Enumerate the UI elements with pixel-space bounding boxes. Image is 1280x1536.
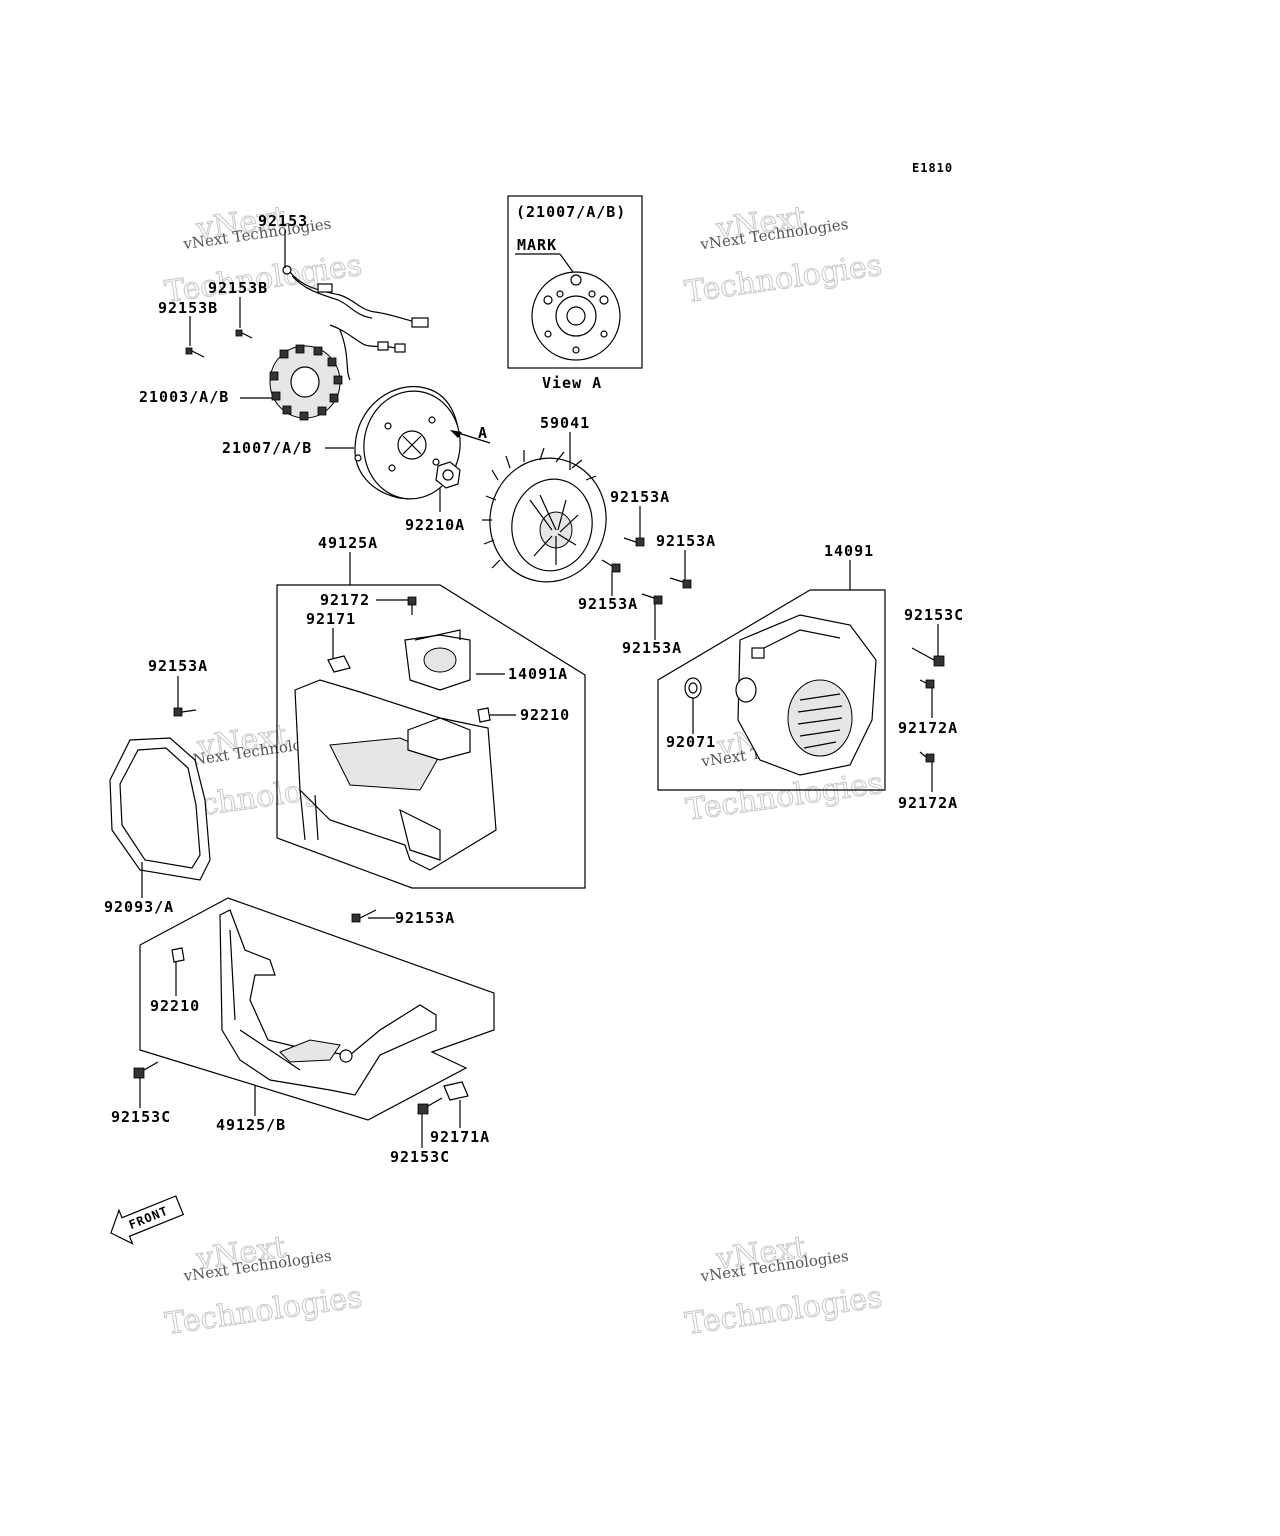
cover-14091-frame — [657, 589, 886, 791]
gasket-92093-icon — [109, 737, 211, 881]
part-label: 92153C — [390, 1148, 450, 1166]
shroud-49125B-frame — [139, 897, 495, 1121]
nut-92210-lower-icon — [171, 947, 185, 963]
clip-92171A-icon — [443, 1081, 469, 1101]
watermark-bottom-right: vNext Technologies vNext Technologies — [682, 1229, 884, 1342]
part-label: 92153A — [148, 657, 208, 675]
part-label: 14091A — [508, 665, 568, 683]
part-label: 92153C — [111, 1108, 171, 1126]
diagram-code: E1810 — [912, 161, 953, 175]
watermark-top-right: vNext Technologies vNext Technologies — [682, 199, 884, 310]
mark-label: MARK — [517, 236, 557, 254]
stator-coil-icon — [269, 344, 343, 421]
clip-92171-icon — [327, 655, 351, 673]
shroud-49125A-icon — [294, 629, 497, 871]
part-label: 92153B — [158, 299, 218, 317]
part-label: 92210 — [520, 706, 570, 724]
bolt-92172A-upper-icon — [919, 679, 935, 689]
part-label: 92210 — [150, 997, 200, 1015]
bolt-92153C-left-icon — [133, 1061, 159, 1079]
view-a-arrow: A — [450, 424, 491, 444]
part-label: 21003/A/B — [139, 388, 229, 406]
part-label: 59041 — [540, 414, 590, 432]
nut-92210A-icon — [435, 461, 461, 489]
part-label: 92171A — [430, 1128, 490, 1146]
svg-text:Technologies: Technologies — [683, 1280, 884, 1342]
part-label: 92172 — [320, 591, 370, 609]
part-label: 49125A — [318, 534, 378, 552]
view-a-caption: View A — [542, 374, 602, 392]
bolt-92153A-fan-4-icon — [641, 593, 663, 605]
flywheel-rotor-icon — [354, 386, 461, 500]
nut-92210-upper-icon — [477, 707, 491, 723]
svg-text:Technologies: Technologies — [683, 248, 884, 310]
part-label: 21007/A/B — [222, 439, 312, 457]
engine-cover-14091-icon — [735, 614, 877, 776]
part-label: 14091 — [824, 542, 874, 560]
part-label: 92153 — [258, 212, 308, 230]
bolt-92172-icon — [407, 596, 417, 615]
bolt-92153C-cover-icon — [911, 647, 945, 667]
bolt-92153A-fan-1-icon — [623, 537, 645, 547]
svg-text:Technologies: Technologies — [163, 1280, 364, 1342]
part-label: 92153A — [395, 909, 455, 927]
view-arrow-label: A — [478, 424, 488, 442]
part-label: 92153A — [578, 595, 638, 613]
bolt-92172A-lower-icon — [919, 751, 935, 763]
watermark-bottom-left: vNext Technologies vNext Technologies — [162, 1229, 364, 1342]
bolt-92153A-fan-3-icon — [669, 577, 692, 589]
part-labels: 92153 92153B 92153B 21003/A/B 21007/A/B … — [104, 212, 964, 1166]
bolt-92153B-lower-icon — [185, 347, 205, 358]
shroud-49125A-frame — [276, 584, 586, 889]
part-label: 92093/A — [104, 898, 174, 916]
rotor-face-icon — [531, 271, 621, 361]
bolt-92153B-upper-icon — [235, 329, 253, 339]
front-arrow-icon: FRONT — [110, 1195, 185, 1245]
bolt-92153A-left-icon — [173, 707, 197, 717]
part-label: 92071 — [666, 733, 716, 751]
lower-shroud-49125B-icon — [219, 909, 437, 1096]
cooling-fan-icon — [482, 447, 607, 583]
part-label: 92153B — [208, 279, 268, 297]
part-label: 92153C — [904, 606, 964, 624]
view-a-title: (21007/A/B) — [516, 203, 626, 221]
bolt-92153A-fan-2-icon — [601, 559, 621, 573]
svg-text:Technologies: Technologies — [684, 766, 885, 828]
wiring-harness — [282, 265, 429, 381]
bolt-92153C-right-icon — [417, 1097, 443, 1115]
leader-lines — [139, 230, 939, 1148]
view-a-panel: (21007/A/B) MARK View A — [507, 195, 643, 392]
part-label: 92171 — [306, 610, 356, 628]
part-label: 92153A — [656, 532, 716, 550]
bolt-92153A-lower-icon — [351, 909, 377, 923]
part-label: 92153A — [622, 639, 682, 657]
part-label: 92172A — [898, 719, 958, 737]
washer-92071-icon — [684, 677, 702, 699]
part-label: 92153A — [610, 488, 670, 506]
part-label: 49125/B — [216, 1116, 286, 1134]
part-label: 92172A — [898, 794, 958, 812]
part-label: 92210A — [405, 516, 465, 534]
